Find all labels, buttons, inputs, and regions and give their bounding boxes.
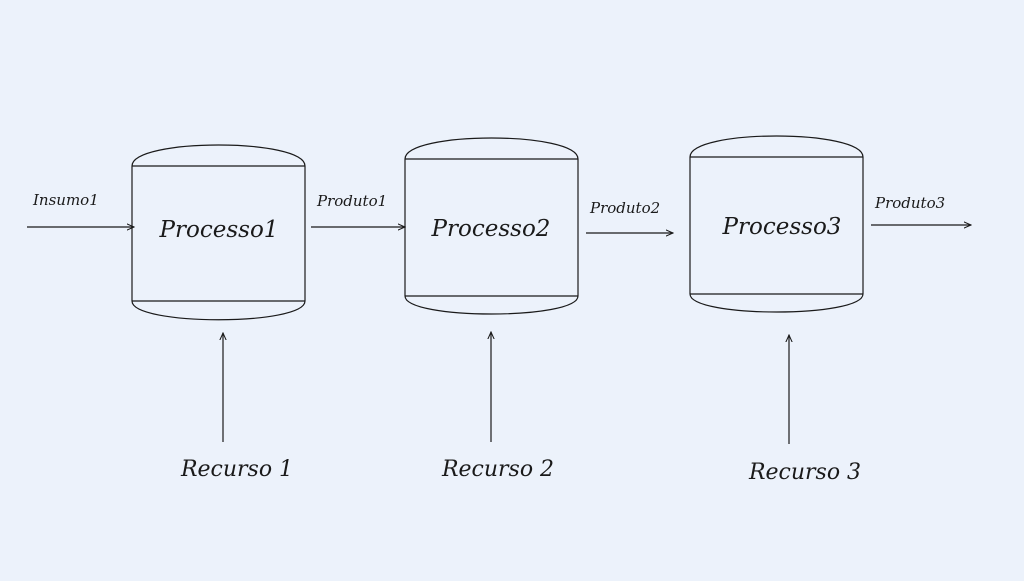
resource-label-2: Recurso 2	[441, 457, 554, 482]
resource-label-1: Recurso 1	[180, 457, 293, 482]
process-node-3: Processo3	[689, 135, 864, 313]
resource-label-3: Recurso 3	[748, 460, 861, 485]
process-label-3: Processo3	[722, 214, 842, 240]
flow-label-produto3: Produto3	[874, 194, 945, 212]
process-label-1: Processo1	[159, 217, 279, 243]
flow-label-produto1: Produto1	[316, 192, 387, 210]
process-node-1: Processo1	[131, 144, 306, 321]
flow-label-produto2: Produto2	[589, 199, 660, 217]
flow-label-insumo1: Insumo1	[32, 191, 99, 209]
process-label-2: Processo2	[431, 216, 551, 242]
process-node-2: Processo2	[404, 137, 579, 315]
